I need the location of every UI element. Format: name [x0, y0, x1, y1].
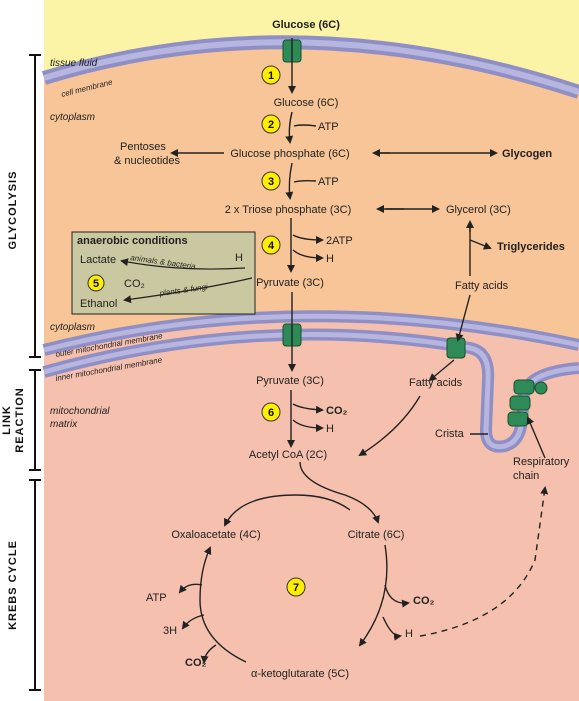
glucose-label: Glucose (6C): [274, 97, 339, 109]
co2-krebs-right: CO₂: [413, 595, 435, 607]
atp-2: ATP: [318, 176, 339, 188]
krebs-label: KREBS CYCLE: [7, 540, 19, 630]
pyruvate-matrix-label: Pyruvate (3C): [256, 375, 324, 387]
atp-krebs-label: ATP: [146, 592, 167, 604]
step-7: 7: [293, 582, 299, 594]
co2-anaerobic: CO₂: [124, 278, 145, 290]
fatty-acid-channel: [446, 337, 466, 359]
glycolysis-label: GLYCOLYSIS: [7, 171, 19, 250]
step-5-circle: [87, 274, 105, 292]
step-4-marker: 4: [261, 235, 281, 255]
ketoglutarate-label: α-ketoglutarate (5C): [251, 668, 349, 680]
respiratory-label-2: chain: [513, 470, 539, 482]
h-krebs: H: [405, 628, 413, 640]
acetyl-coa-label: Acetyl CoA (2C): [249, 449, 327, 461]
respiratory-chain-proteins: [507, 379, 548, 427]
pyruvate-label: Pyruvate (3C): [256, 277, 324, 289]
step-6: 6: [268, 407, 274, 419]
glycerol-label: Glycerol (3C): [446, 204, 511, 216]
anaerobic-title: anaerobic conditions: [77, 235, 188, 247]
mito-label-2: matrix: [50, 419, 78, 430]
ethanol-label: Ethanol: [80, 298, 117, 310]
link-label-2: REACTION: [14, 387, 26, 452]
three-h-label: 3H: [163, 625, 177, 637]
step-1-marker: 1: [261, 65, 281, 85]
step-7-marker: 7: [286, 577, 306, 597]
h-glycolysis: H: [326, 253, 334, 265]
fatty-acids-matrix-label: Fatty acids: [409, 377, 463, 389]
anaerobic-box: [71, 231, 256, 315]
pathway-arrows: [170, 38, 546, 664]
step-1: 1: [268, 70, 274, 82]
co2-krebs-left: CO₂: [185, 657, 207, 669]
citrate-label: Citrate (6C): [348, 529, 405, 541]
h-to-chain-dashed: [419, 486, 549, 637]
atp-1: ATP: [318, 121, 339, 133]
cytoplasm-label-2: cytoplasm: [50, 322, 95, 333]
glucose-top-label: Glucose (6C): [272, 19, 340, 31]
h-anaerobic: H: [235, 252, 243, 264]
cytoplasm-label: cytoplasm: [50, 112, 95, 123]
two-atp: 2ATP: [326, 235, 353, 247]
crista-label: Crista: [435, 428, 465, 440]
triose-label: 2 x Triose phosphate (3C): [225, 204, 352, 216]
step-6-marker: 6: [261, 402, 281, 422]
section-brackets: [29, 54, 41, 691]
glucose-phosphate-label: Glucose phosphate (6C): [230, 148, 349, 160]
oxaloacetate-label: Oxaloacetate (4C): [171, 529, 260, 541]
triglycerides-label: Triglycerides: [497, 241, 565, 253]
glycogen-label: Glycogen: [502, 148, 552, 160]
h-link: H: [326, 423, 334, 435]
step-3: 3: [268, 176, 274, 188]
respiratory-label-1: Respiratory: [513, 456, 570, 468]
fatty-acids-label: Fatty acids: [455, 280, 509, 292]
step-2: 2: [268, 119, 274, 131]
lactate-label: Lactate: [80, 254, 116, 266]
step-5: 5: [93, 278, 99, 290]
matrix-region: [44, 321, 579, 701]
link-label-1: LINK: [1, 405, 13, 435]
tissue-fluid-label: tissue fluid: [50, 58, 98, 69]
co2-link: CO₂: [326, 405, 348, 417]
step-3-marker: 3: [261, 171, 281, 191]
mito-label-1: mitochondrial: [50, 406, 110, 417]
step-4: 4: [268, 240, 275, 252]
pentoses-label-2: & nucleotides: [114, 155, 181, 167]
step-2-marker: 2: [261, 114, 281, 134]
pentoses-label-1: Pentoses: [120, 141, 166, 153]
